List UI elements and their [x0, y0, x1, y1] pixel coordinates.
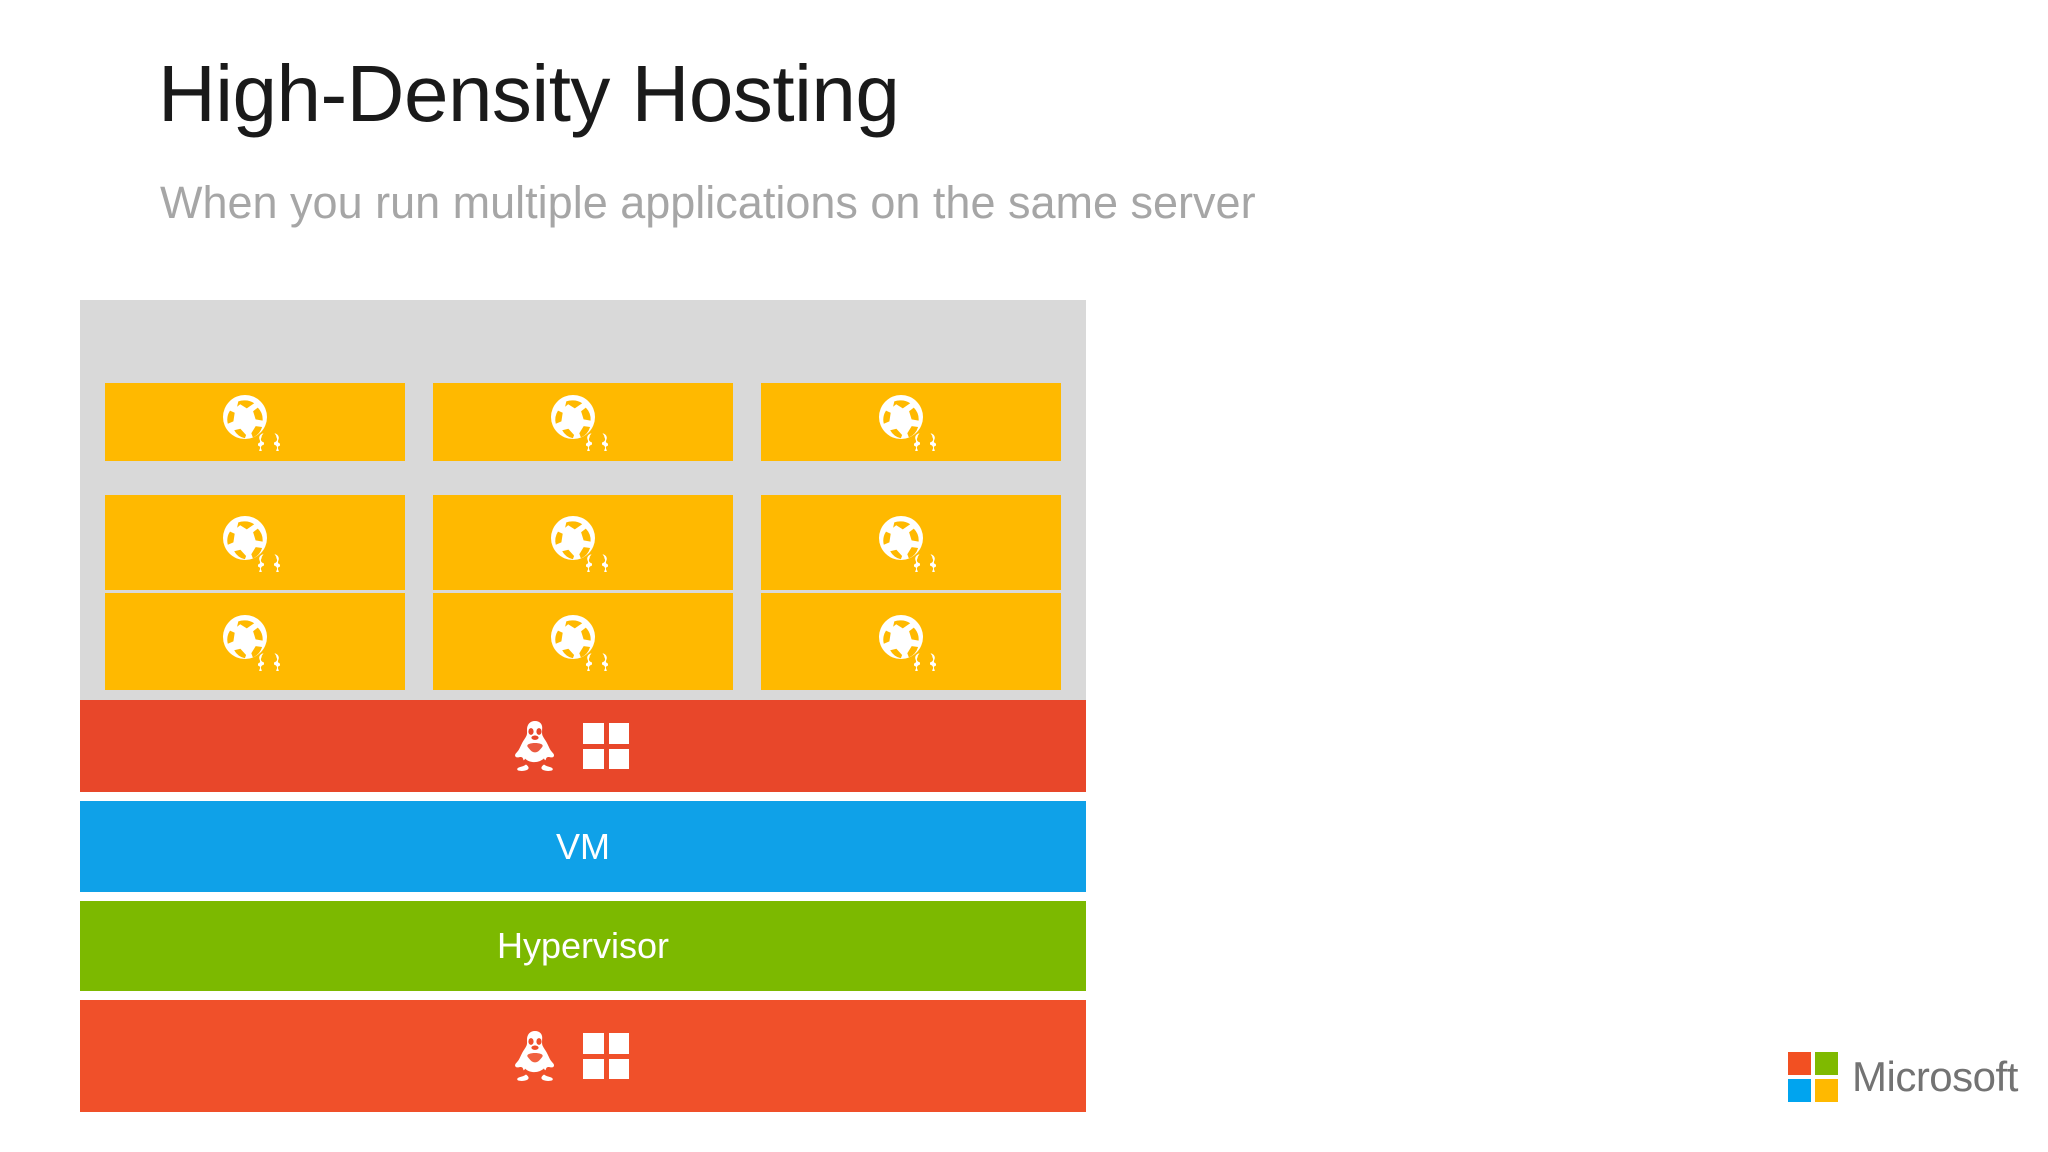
app-row — [105, 593, 1061, 690]
layer-host-os[interactable] — [80, 1000, 1086, 1112]
layer-hypervisor-label: Hypervisor — [496, 925, 670, 966]
page-subtitle: When you run multiple applications on th… — [160, 177, 1256, 228]
app-container-box[interactable] — [105, 383, 405, 461]
windows-pane — [608, 723, 629, 744]
app-container-icon — [223, 515, 280, 572]
microsoft-square-yellow — [1815, 1079, 1838, 1102]
windows-pane — [608, 748, 629, 769]
windows-pane — [608, 1033, 629, 1054]
microsoft-logo: Microsoft — [1788, 1052, 2018, 1102]
linux-penguin-icon — [515, 721, 555, 771]
os-logos-group — [513, 1030, 629, 1082]
windows-logo-icon — [583, 1033, 629, 1079]
layer-hypervisor[interactable]: Hypervisor — [80, 901, 1086, 991]
os-logos-group — [513, 720, 629, 772]
app-container-icon — [551, 515, 608, 572]
app-container-box[interactable] — [433, 593, 733, 690]
app-container-box[interactable] — [433, 383, 733, 461]
app-container-box[interactable] — [433, 495, 733, 590]
windows-pane — [583, 1058, 604, 1079]
app-container-box[interactable] — [761, 383, 1061, 461]
microsoft-square-red — [1788, 1052, 1811, 1075]
layer-guest-os[interactable] — [80, 700, 1086, 792]
page-title: High-Density Hosting — [158, 49, 900, 138]
app-container-icon — [879, 614, 936, 671]
windows-pane — [608, 1058, 629, 1079]
app-container-box[interactable] — [761, 495, 1061, 590]
app-container-icon — [551, 614, 608, 671]
windows-pane — [583, 748, 604, 769]
windows-pane — [583, 723, 604, 744]
microsoft-square-green — [1815, 1052, 1838, 1075]
app-container-icon — [223, 395, 280, 451]
windows-logo-icon — [583, 723, 629, 769]
microsoft-wordmark: Microsoft — [1852, 1053, 2018, 1100]
app-row — [105, 495, 1061, 590]
app-container-icon — [879, 395, 936, 451]
app-container-icon — [223, 614, 280, 671]
app-container-box[interactable] — [105, 593, 405, 690]
app-container-icon — [551, 395, 608, 451]
microsoft-squares-icon — [1788, 1052, 1838, 1102]
windows-pane — [583, 1033, 604, 1054]
app-container-box[interactable] — [105, 495, 405, 590]
layer-vm[interactable]: VM — [80, 801, 1086, 892]
layer-vm-label: VM — [556, 825, 610, 867]
linux-penguin-icon — [515, 1031, 555, 1081]
app-row — [105, 383, 1061, 461]
app-container-box[interactable] — [761, 593, 1061, 690]
containers-host-panel — [80, 300, 1086, 700]
microsoft-square-blue — [1788, 1079, 1811, 1102]
app-container-icon — [879, 515, 936, 572]
